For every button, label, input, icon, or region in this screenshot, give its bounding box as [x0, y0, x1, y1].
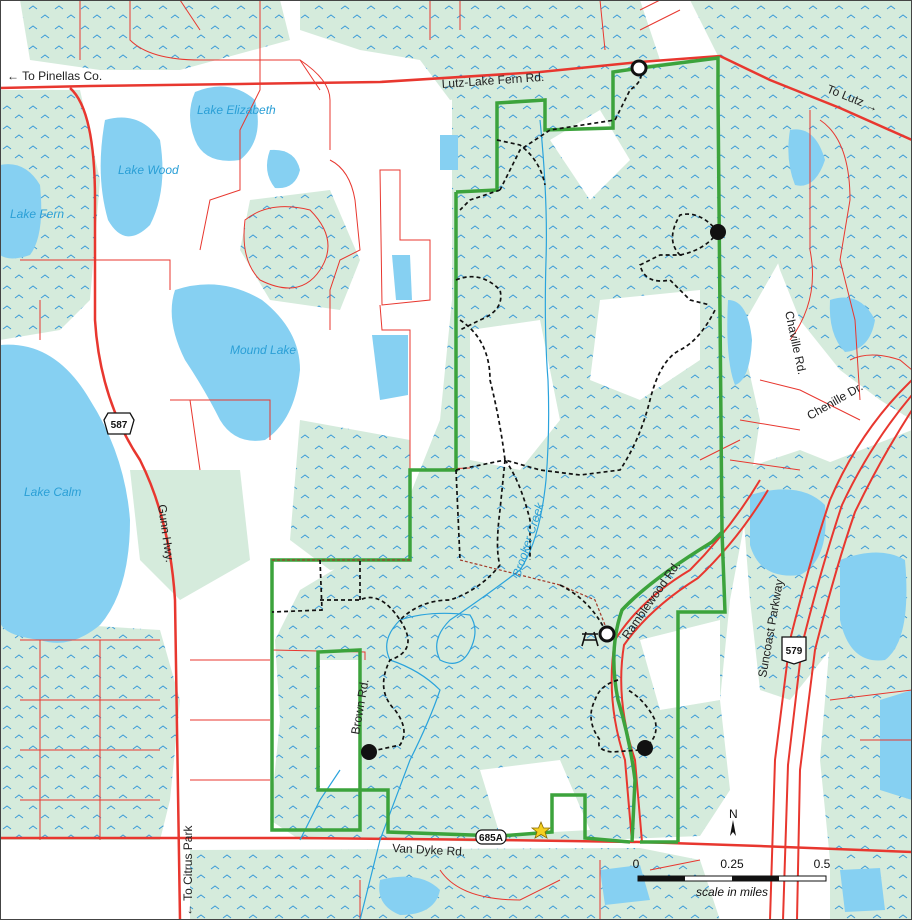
trail-point-icon	[361, 744, 377, 760]
pond-ne-2	[829, 297, 875, 352]
pond-4	[440, 135, 458, 170]
wetland-west-mid	[130, 470, 250, 600]
van-dyke-road-label: Van Dyke Rd.	[392, 841, 466, 859]
trail-point-icon	[710, 224, 726, 240]
mound-lake-label: Mound Lake	[230, 343, 296, 357]
scale-tick-1: 0.25	[720, 857, 744, 871]
upland-2	[590, 290, 700, 400]
lake-fern	[0, 164, 42, 259]
road-suncoast-a	[769, 379, 912, 920]
road-gunn-highway	[69, 87, 182, 920]
lake-wood-label: Lake Wood	[118, 163, 179, 177]
scale-tick-2: 0.5	[814, 857, 831, 871]
pond-2	[392, 255, 412, 300]
pond-east-3	[840, 552, 907, 661]
pond-se-1	[840, 868, 885, 912]
wetland-central	[240, 190, 360, 310]
picnic-table-icon	[581, 631, 599, 647]
scale-bar: 0 0.25 0.5 scale in miles	[633, 857, 831, 899]
scale-tick-0: 0	[633, 857, 640, 871]
lake-calm	[0, 344, 130, 643]
wetland-southwest	[0, 620, 180, 840]
park-boundary	[270, 56, 727, 844]
lake-calm-label: Lake Calm	[24, 485, 81, 499]
upland-1	[470, 320, 560, 470]
to-citrus-park-label: ← To Citrus Park	[181, 825, 195, 916]
pond-east-2	[750, 489, 826, 576]
wetland-west	[0, 90, 100, 340]
scale-caption: scale in miles	[696, 885, 768, 899]
water-bodies	[0, 86, 912, 915]
road-suncoast-c	[796, 409, 912, 920]
lake-fern-label: Lake Fern	[10, 207, 64, 221]
north-arrow-icon: N	[729, 807, 738, 836]
boundary-dashed	[272, 559, 606, 626]
pond-east-1	[727, 300, 752, 385]
hiking-trails	[271, 67, 719, 753]
mound-lake	[171, 284, 300, 441]
lake-wood	[100, 117, 163, 237]
lake-labels: Lake Elizabeth Lake Wood Lake Fern Mound…	[10, 103, 296, 499]
shield-579: 579	[781, 636, 807, 665]
trailhead-ring-icon	[598, 625, 616, 643]
upland-6	[320, 660, 360, 790]
wetland-north	[300, 0, 660, 100]
wetland-south	[190, 848, 720, 920]
upland-4	[640, 620, 720, 710]
brooker-creek	[299, 119, 550, 920]
trailhead-ring-icon	[630, 59, 648, 77]
shield-587: 587	[103, 412, 135, 435]
trail-markers	[361, 59, 726, 839]
pond-3	[266, 149, 300, 189]
trail-point-icon	[637, 740, 653, 756]
wetland-middle-west	[290, 420, 410, 570]
lake-elizabeth	[190, 86, 258, 161]
pond-south-1	[379, 876, 440, 915]
pond-east-4	[880, 690, 912, 800]
shield-587-label: 587	[111, 420, 128, 431]
road-lutz-lake-fern	[0, 54, 912, 142]
upland-3	[550, 110, 630, 200]
shield-685a-label: 685A	[479, 833, 503, 844]
north-label: N	[729, 807, 738, 821]
pond-1	[372, 335, 408, 400]
pond-ne	[788, 129, 825, 186]
road-ramblewood-a	[610, 479, 761, 843]
road-ramblewood-b	[620, 489, 769, 843]
wetland-southeast	[810, 430, 912, 920]
shield-579-label: 579	[786, 646, 803, 657]
road-suncoast-b	[782, 394, 912, 920]
wetland-northwest	[20, 0, 290, 70]
shield-685a: 685A	[475, 829, 507, 845]
lake-elizabeth-label: Lake Elizabeth	[197, 103, 276, 117]
upland-5	[480, 760, 590, 835]
star-icon	[530, 820, 552, 839]
pond-south-2	[600, 865, 650, 905]
to-pinellas-label: ← To Pinellas Co.	[7, 69, 102, 83]
upland-areas	[320, 110, 720, 835]
